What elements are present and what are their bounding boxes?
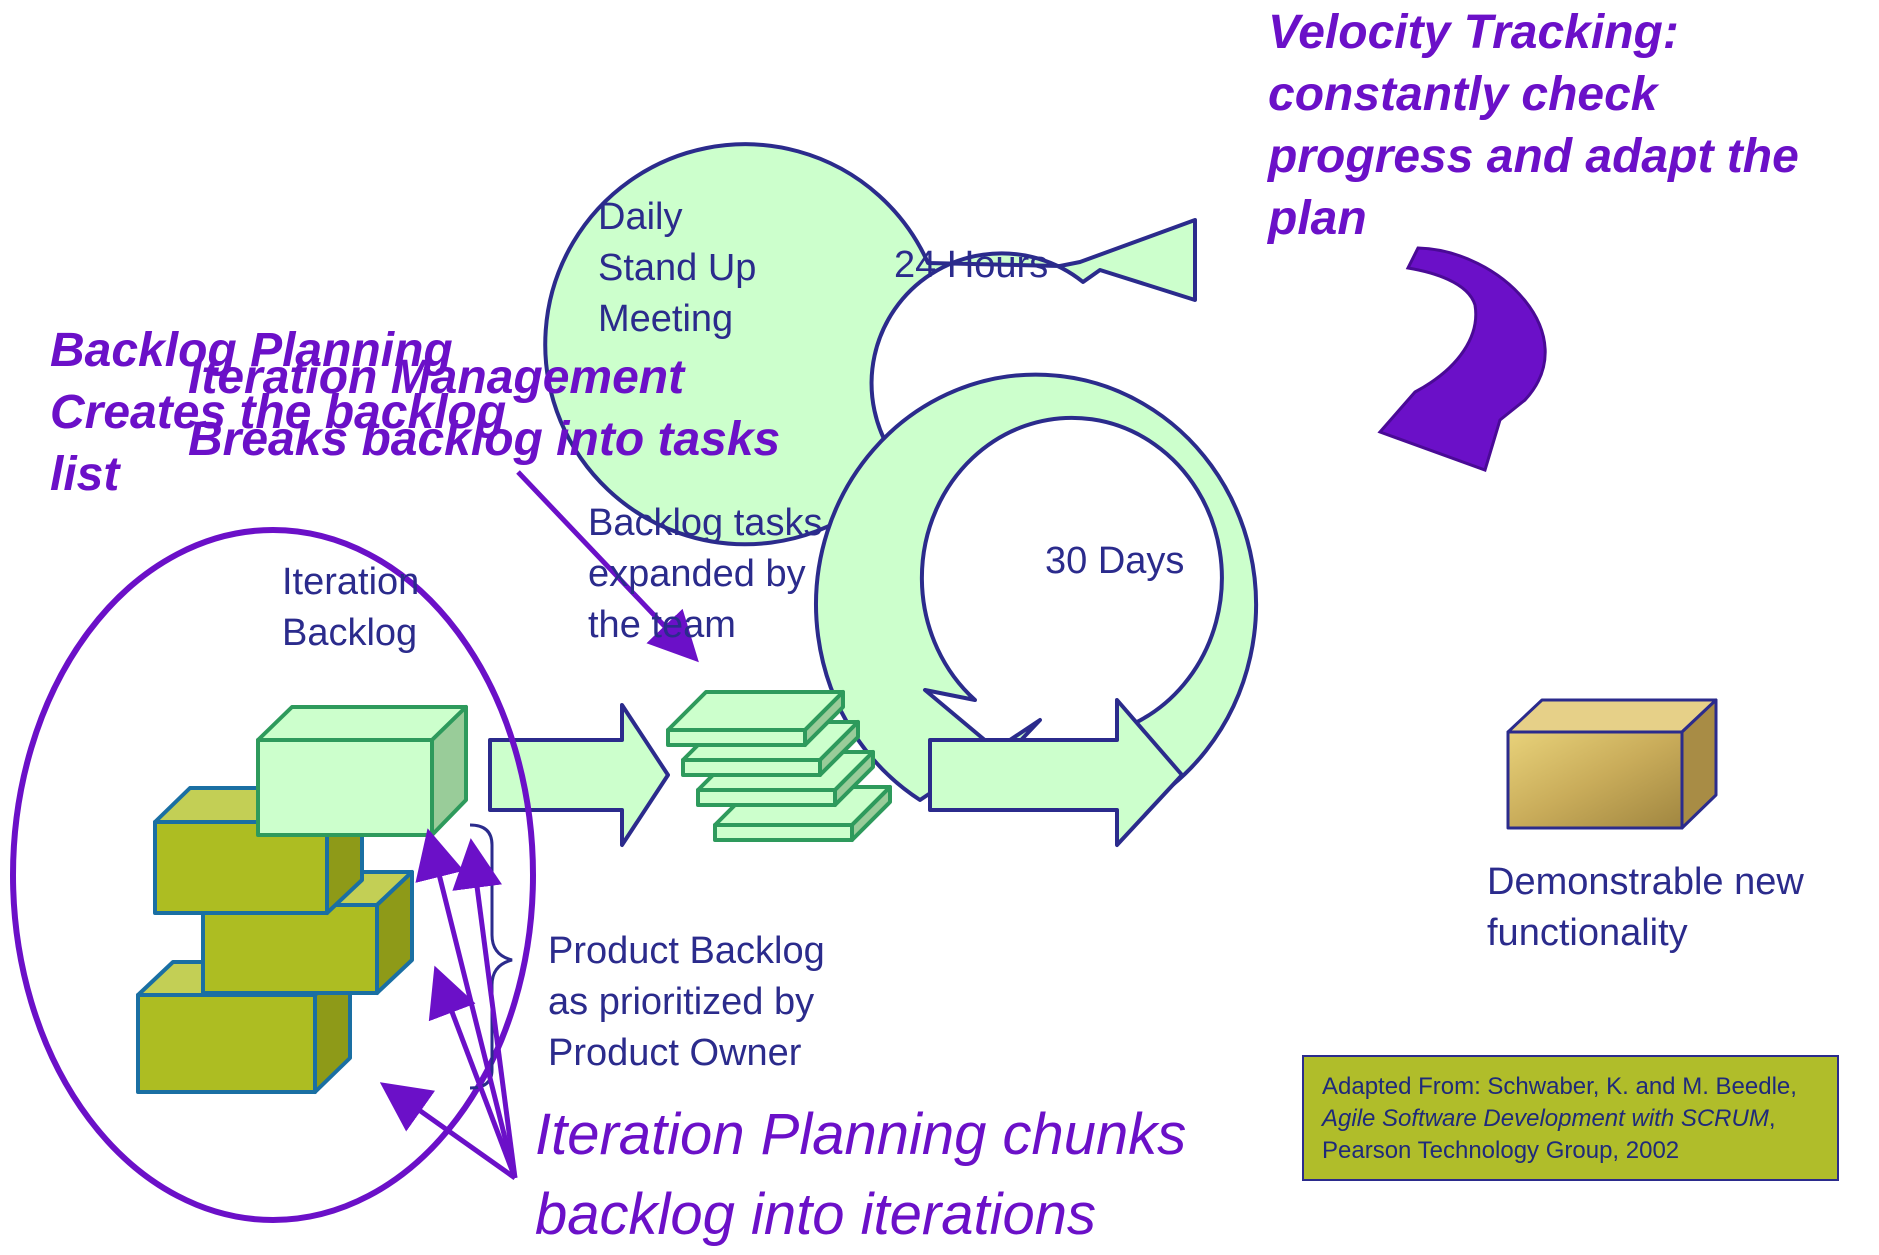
demonstrable-label: Demonstrable new functionality <box>1487 861 1804 954</box>
hours-label: 24 Hours <box>894 244 1049 286</box>
backlog-planning-label: Backlog Planning Creates the backlog lis… <box>50 324 507 501</box>
iteration-backlog-label: Iteration Backlog <box>282 561 420 654</box>
days-label: 30 Days <box>1045 540 1185 582</box>
backlog-to-tasks-arrow <box>488 703 670 847</box>
velocity-curved-arrow <box>1377 246 1547 472</box>
product-backlog-stack <box>136 786 414 1094</box>
daily-standup-label: Daily Stand Up Meeting <box>598 196 757 340</box>
citation-box: Adapted From: Schwaber, K. and M. Beedle… <box>1302 1055 1839 1181</box>
iteration-management-label: Iteration Management Breaks backlog into… <box>188 351 781 466</box>
iteration-backlog-box <box>256 705 468 837</box>
iteration-planning-label: Iteration Planning chunks backlog into i… <box>535 1102 1187 1247</box>
product-backlog-label: Product Backlog as prioritized by Produc… <box>548 930 825 1074</box>
planning-arrow-2 <box>452 838 518 1179</box>
daily-loop-arrow <box>543 142 1197 547</box>
annotation-arrows <box>379 470 699 1181</box>
planning-arrow-3 <box>428 965 518 1179</box>
citation-title: Agile Software Development with SCRUM <box>1322 1105 1769 1132</box>
iteration-management-arrow <box>516 470 699 663</box>
citation-suffix: , Pearson Technology Group, 2002 <box>1322 1105 1776 1164</box>
velocity-tracking-label: Velocity Tracking: constantly check prog… <box>1268 6 1799 245</box>
deliverable-box <box>1506 698 1718 830</box>
task-slab-stack <box>666 690 892 842</box>
iteration-ellipse <box>10 527 536 1223</box>
backlog-tasks-label: Backlog tasks expanded by the team <box>588 502 823 646</box>
cycle-to-deliverable-arrow <box>928 698 1184 847</box>
citation-prefix: Adapted From: Schwaber, K. and M. Beedle… <box>1322 1073 1797 1100</box>
planning-arrow-4 <box>379 1082 517 1181</box>
